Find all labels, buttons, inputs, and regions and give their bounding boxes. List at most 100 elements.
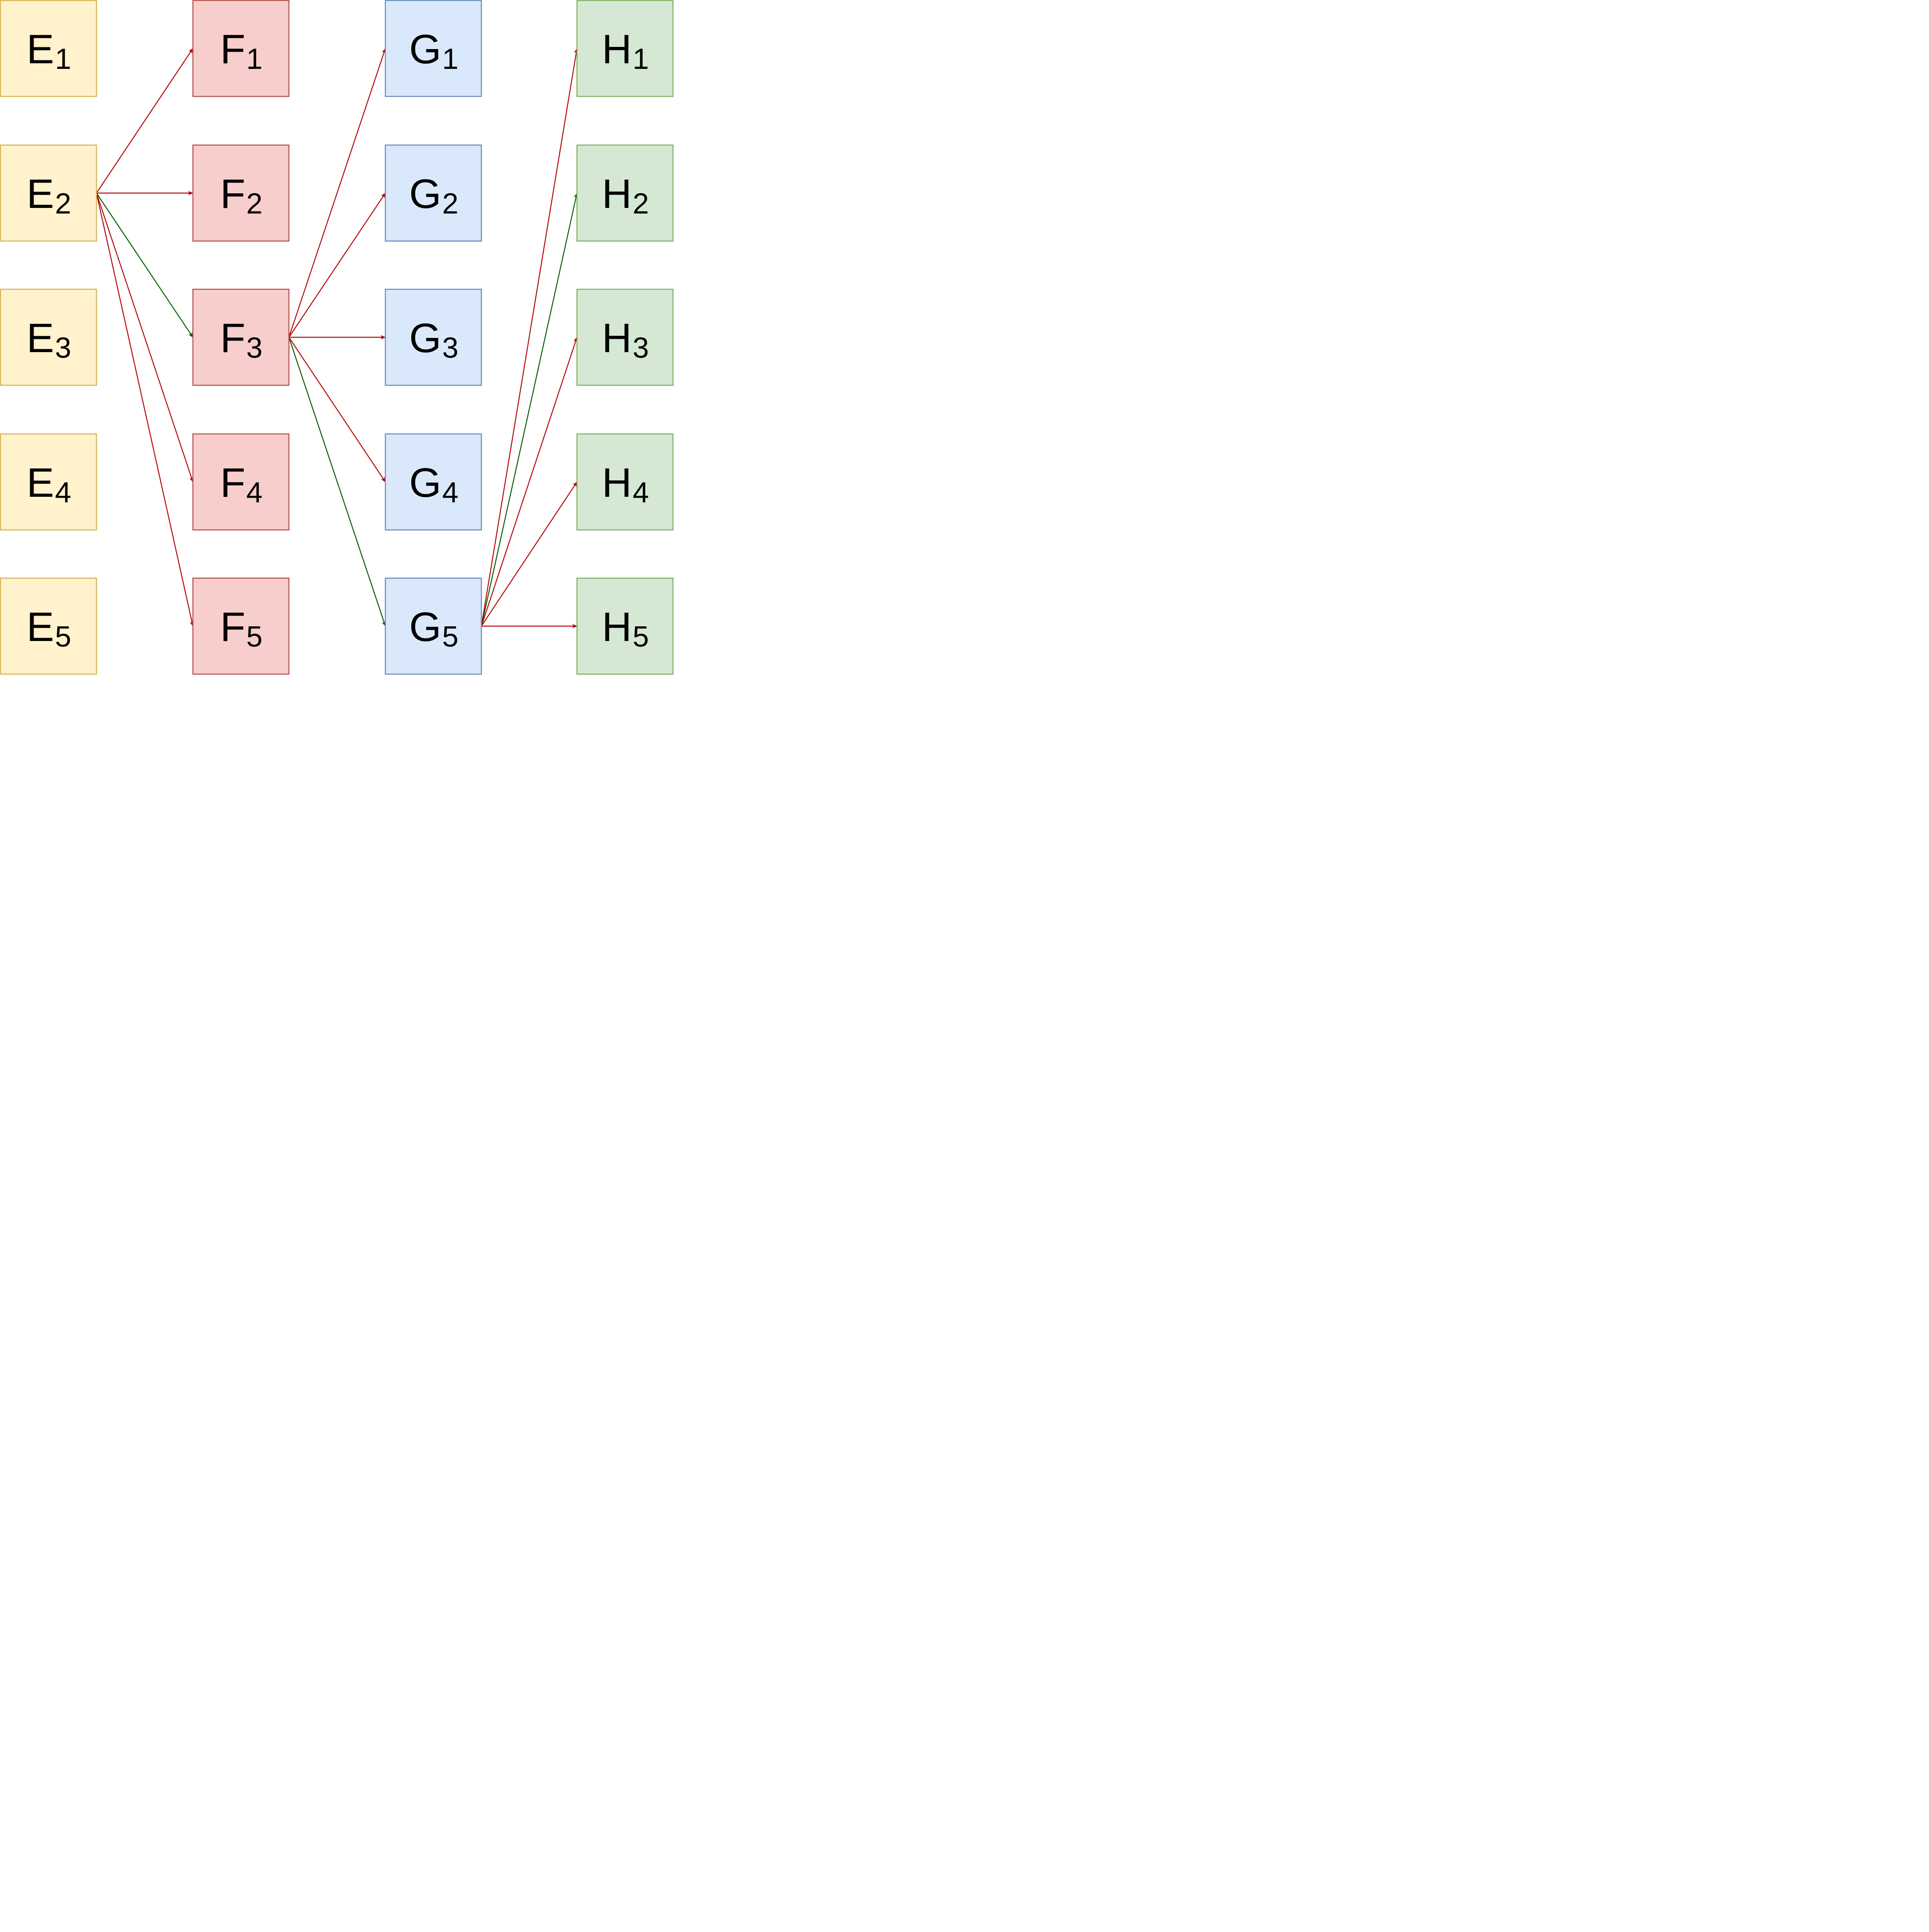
node-label: G1 [409,26,459,75]
node-subscript: 4 [633,476,649,509]
node-box [0,144,97,242]
node-label: F5 [220,604,262,653]
node-e4: E4 [0,433,97,531]
node-e3: E3 [0,288,97,386]
node-letter: F [220,171,245,217]
node-h3: H3 [576,288,674,386]
edge-f3-to-g4 [288,337,386,483]
node-letter: H [602,26,632,72]
node-box [192,577,290,675]
node-box [192,433,290,531]
edge-g5-to-h4 [481,481,577,627]
node-label: E2 [27,171,71,220]
node-subscript: 2 [633,187,649,220]
node-f4: F4 [192,433,290,531]
node-label: F3 [220,315,262,364]
node-box [0,433,97,531]
node-label: F2 [220,171,262,220]
node-subscript: 5 [633,620,649,653]
node-letter: G [409,315,441,361]
node-letter: E [27,171,54,217]
node-label: F4 [220,460,262,509]
edge-e2-to-f3 [96,192,193,338]
node-box [576,0,674,97]
node-letter: G [409,604,441,650]
node-subscript: 1 [442,43,459,75]
node-box [576,577,674,675]
node-subscript: 1 [633,43,649,75]
node-box [576,288,674,386]
node-subscript: 2 [442,187,459,220]
node-letter: G [409,460,441,506]
node-h2: H2 [576,144,674,242]
node-g2: G2 [385,144,482,242]
node-g5: G5 [385,577,482,675]
node-f5: F5 [192,577,290,675]
node-label: H4 [602,460,649,509]
node-letter: H [602,315,632,361]
node-box [385,144,482,242]
node-label: E3 [27,315,71,364]
node-subscript: 3 [633,331,649,364]
node-label: E1 [27,26,71,75]
node-label: G4 [409,460,459,509]
edge-f3-to-g1 [288,48,386,337]
node-label: H5 [602,604,649,653]
node-letter: F [220,315,245,361]
node-subscript: 3 [55,331,71,364]
node-e1: E1 [0,0,97,97]
node-f3: F3 [192,288,290,386]
edges-layer [96,48,579,629]
node-label: E5 [27,604,71,653]
node-label: G3 [409,315,459,364]
node-letter: E [27,460,54,506]
node-subscript: 2 [55,187,71,220]
node-subscript: 4 [442,476,459,509]
node-label: G2 [409,171,459,220]
node-g4: G4 [385,433,482,531]
node-box [385,288,482,386]
node-letter: F [220,26,245,72]
edge-g5-to-h3 [481,337,578,626]
edge-f3-to-g2 [288,192,386,338]
node-subscript: 3 [246,331,263,364]
node-f2: F2 [192,144,290,242]
node-box [576,433,674,531]
edge-f3-to-g5 [288,337,386,627]
node-subscript: 1 [246,43,263,75]
node-box [0,288,97,386]
node-label: H2 [602,171,649,220]
node-box [192,144,290,242]
node-box [385,577,482,675]
edge-g5-to-h2 [481,192,578,626]
node-box [385,433,482,531]
node-letter: G [409,171,441,217]
edge-e2-to-f5 [96,193,194,627]
node-h1: H1 [576,0,674,97]
edge-e2-to-f4 [96,193,194,483]
edge-g5-to-h1 [481,48,579,626]
node-box [192,288,290,386]
node-subscript: 3 [442,331,459,364]
node-letter: H [602,171,632,217]
node-e5: E5 [0,577,97,675]
node-label: G5 [409,604,459,653]
node-box [0,577,97,675]
node-h5: H5 [576,577,674,675]
node-subscript: 4 [246,476,263,509]
node-g3: G3 [385,288,482,386]
node-box [576,144,674,242]
node-h4: H4 [576,433,674,531]
node-subscript: 2 [246,187,263,220]
node-label: H3 [602,315,649,364]
node-subscript: 5 [55,620,71,653]
node-letter: H [602,604,632,650]
node-e2: E2 [0,144,97,242]
node-subscript: 5 [442,620,459,653]
edge-e2-to-f1 [96,48,193,194]
node-letter: H [602,460,632,506]
node-subscript: 1 [55,43,71,75]
node-letter: G [409,26,441,72]
node-letter: E [27,26,54,72]
